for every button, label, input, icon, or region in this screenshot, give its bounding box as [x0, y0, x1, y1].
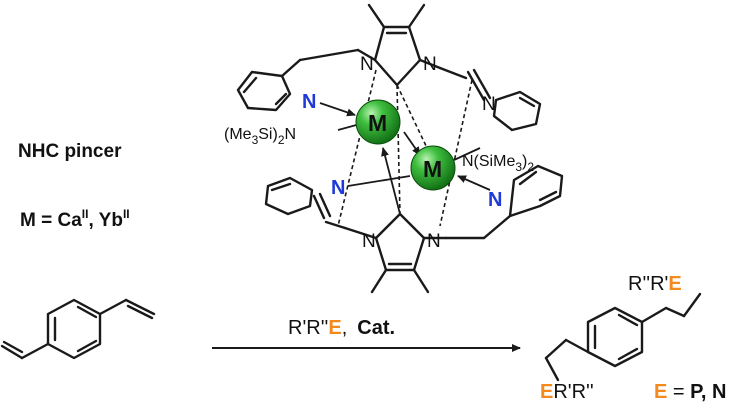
bottom-left-pyridine-arm: [264, 176, 347, 230]
svg-text:M: M: [368, 110, 387, 136]
metal-definition-label: M = CaII, YbII: [20, 207, 130, 231]
amide-ligand-right: N(SiMe3)2: [462, 153, 534, 174]
bottom-left-pyridine-n: N: [331, 177, 345, 199]
metal-center-upper: M: [355, 99, 401, 145]
product-bottom-group: ER'R'': [540, 381, 594, 403]
bottom-right-pyridine-n: N: [488, 189, 502, 211]
top-right-pyridine-n: N: [482, 94, 496, 115]
bottom-right-pyridine-arm: [444, 164, 564, 240]
element-legend: E = P, N: [654, 381, 726, 403]
bottom-nhc-n-right: N: [427, 231, 441, 252]
reaction-conditions: R'R''E,Cat.: [288, 317, 395, 339]
amide-ligand-left: (Me3Si)2N: [224, 126, 296, 147]
top-nhc-n-right: N: [423, 54, 437, 75]
divinylbenzene-substrate: [0, 298, 156, 360]
top-nhc-n-left: N: [360, 54, 374, 75]
top-right-pyridine-arm: [438, 66, 542, 132]
bottom-nhc-n-left: N: [362, 231, 376, 252]
top-nhc-ring: [356, 3, 442, 87]
product-top-group: R''R'E: [628, 273, 682, 295]
top-left-pyridine-arm: [236, 48, 360, 112]
top-left-pyridine-n: N: [302, 91, 316, 113]
svg-text:M: M: [423, 156, 442, 182]
bottom-nhc-ring: [343, 212, 448, 294]
product-molecule: [544, 292, 702, 382]
metal-center-lower: M: [410, 145, 456, 191]
ligand-class-label: NHC pincer: [18, 141, 122, 162]
dashed-contacts: [337, 69, 473, 227]
